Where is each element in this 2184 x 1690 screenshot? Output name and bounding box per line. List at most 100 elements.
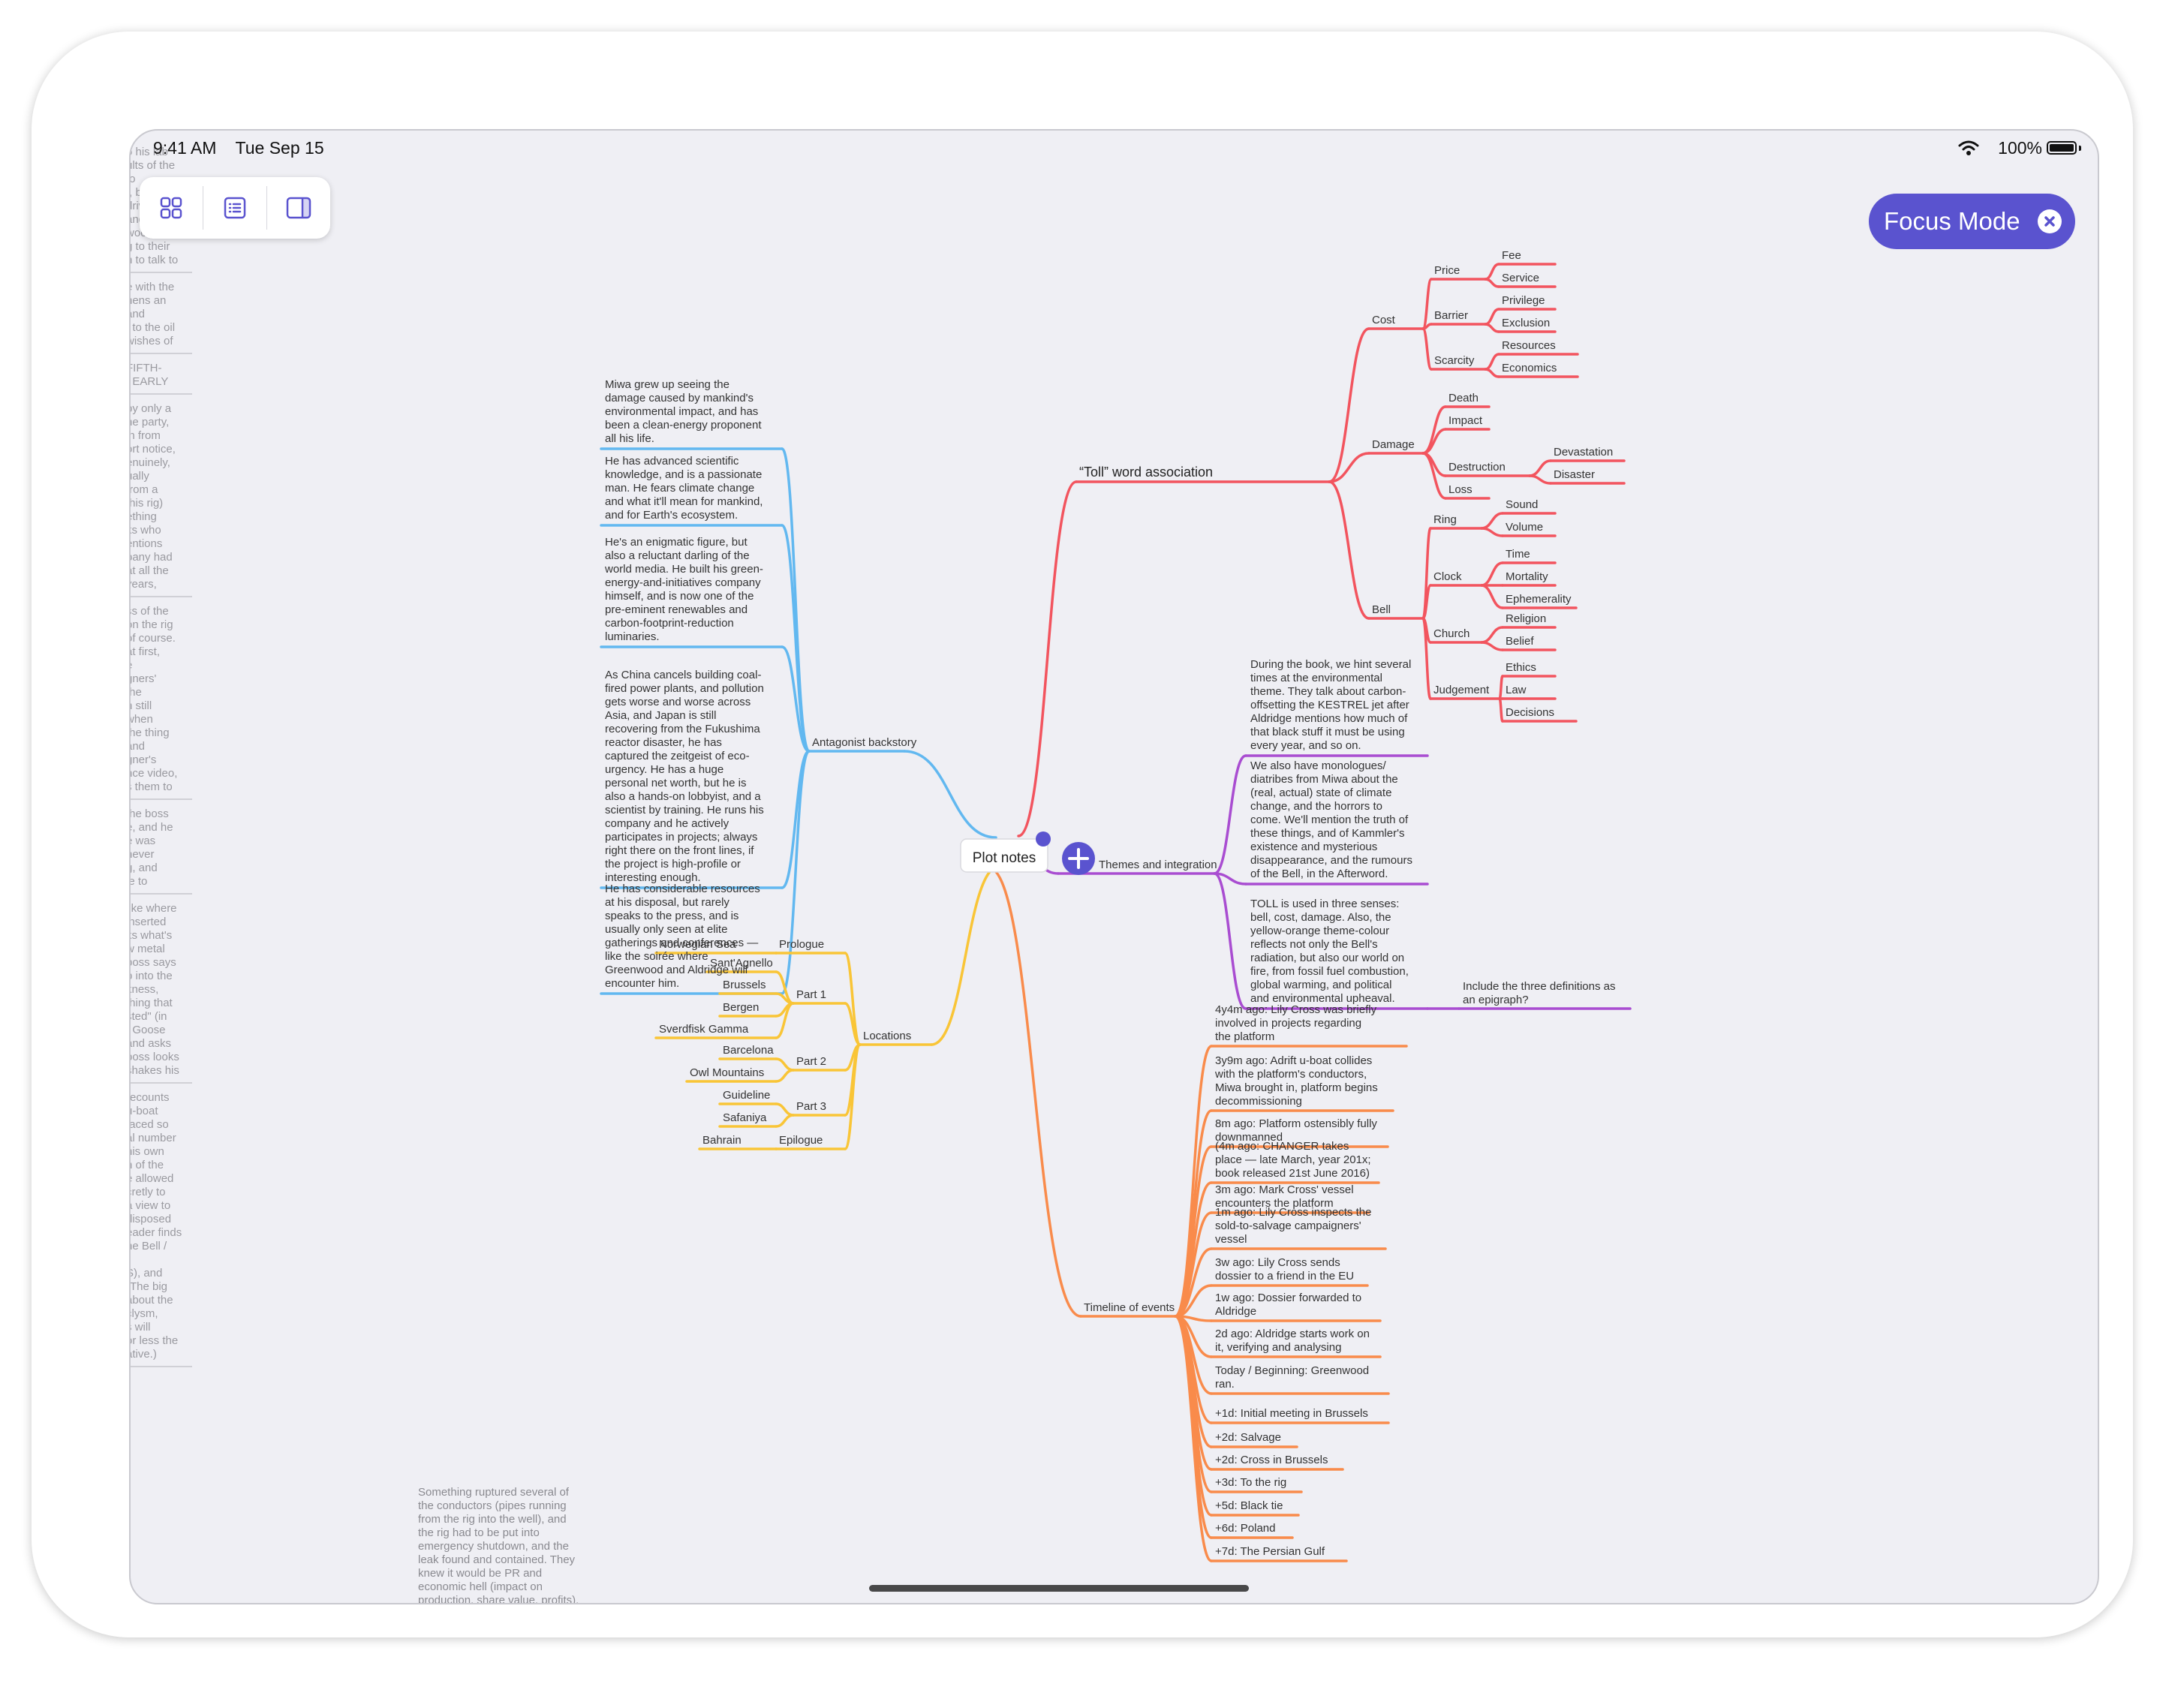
node-label[interactable]: Religion <box>1506 612 1546 625</box>
node-label[interactable]: Scarcity <box>1434 354 1475 367</box>
node-label[interactable]: Destruction <box>1448 461 1506 474</box>
node-label[interactable]: Service <box>1502 272 1539 284</box>
battery-tip <box>2079 146 2081 151</box>
themes-note[interactable]: TOLL is used in three senses:bell, cost,… <box>1250 898 1409 1005</box>
timeline-event[interactable]: +3d: To the rig <box>1215 1476 1286 1489</box>
node-label[interactable]: Ephemerality <box>1506 593 1572 606</box>
location-item[interactable]: Safaniya <box>723 1111 767 1124</box>
timeline-branch-label[interactable]: Timeline of events <box>1084 1301 1175 1314</box>
connector-line <box>1484 263 1500 281</box>
themes-note[interactable]: We also have monologues/diatribes from M… <box>1250 759 1412 880</box>
timeline-event[interactable]: +7d: The Persian Gulf <box>1215 1545 1325 1558</box>
node-label[interactable]: Law <box>1506 684 1527 696</box>
node-label[interactable]: Volume <box>1506 521 1543 534</box>
connector-line <box>1498 675 1504 700</box>
node-label[interactable]: Mortality <box>1506 570 1548 583</box>
add-node-button[interactable] <box>1062 842 1095 875</box>
cost-node-label[interactable]: Cost <box>1372 314 1396 326</box>
connector-line <box>1498 697 1504 723</box>
node-label[interactable]: Loss <box>1448 483 1473 496</box>
connector-line <box>1421 617 1432 700</box>
background-text-block: the boss e, and he e was never g, and le… <box>129 807 173 888</box>
central-node[interactable]: Plot notes <box>960 838 1048 873</box>
sidebar-button[interactable] <box>267 177 330 239</box>
background-divider <box>131 596 192 597</box>
node-label[interactable]: Disaster <box>1554 468 1595 481</box>
location-group-label[interactable]: Part 1 <box>796 988 826 1001</box>
grid-view-button[interactable] <box>140 177 203 239</box>
bell-node-label[interactable]: Bell <box>1372 603 1391 616</box>
location-group-label[interactable]: Part 3 <box>796 1100 826 1113</box>
timeline-event[interactable]: +2d: Cross in Brussels <box>1215 1454 1328 1466</box>
node-label[interactable]: Judgement <box>1433 684 1490 696</box>
close-icon[interactable] <box>2038 209 2062 233</box>
node-label[interactable]: Economics <box>1502 362 1557 374</box>
node-label[interactable]: Fee <box>1502 249 1521 262</box>
toll-branch-label[interactable]: “Toll” word association <box>1079 465 1213 480</box>
node-label[interactable]: Decisions <box>1506 706 1554 719</box>
location-item[interactable]: Barcelona <box>723 1044 774 1057</box>
node-label[interactable]: Death <box>1448 392 1479 404</box>
damage-node-label[interactable]: Damage <box>1372 438 1415 451</box>
locations-branch-label[interactable]: Locations <box>863 1030 911 1042</box>
timeline-event[interactable]: +2d: Salvage <box>1215 1431 1281 1444</box>
location-item[interactable]: Bahrain <box>702 1134 742 1147</box>
location-item[interactable]: Brussels <box>723 979 766 991</box>
connector-line <box>1480 641 1504 651</box>
node-handle[interactable] <box>1036 831 1051 847</box>
background-document-column: o his lab ults of the to t, b drive and … <box>129 146 192 1603</box>
connector-line <box>1017 480 1078 837</box>
focus-mode-button[interactable]: Focus Mode <box>1869 194 2075 249</box>
location-group-label[interactable]: Prologue <box>779 938 824 951</box>
node-label[interactable]: Exclusion <box>1502 317 1550 329</box>
location-group-label[interactable]: Epilogue <box>779 1134 823 1147</box>
list-view-button[interactable] <box>203 177 266 239</box>
node-label[interactable]: Belief <box>1506 635 1534 648</box>
themes-branch-label[interactable]: Themes and integration <box>1099 859 1217 871</box>
location-item[interactable]: Guideline <box>723 1089 770 1102</box>
location-group-label[interactable]: Part 2 <box>796 1055 826 1068</box>
location-item[interactable]: Norwegian Sea <box>659 938 736 951</box>
timeline-event[interactable]: +5d: Black tie <box>1215 1499 1283 1512</box>
location-item[interactable]: Sant'Agnello <box>710 957 773 970</box>
node-label[interactable]: Impact <box>1448 414 1483 427</box>
connector-line <box>1174 1045 1213 1318</box>
timeline-event[interactable]: +6d: Poland <box>1215 1522 1276 1535</box>
location-item[interactable]: Bergen <box>723 1001 759 1014</box>
node-label[interactable]: Privilege <box>1502 294 1545 307</box>
antagonist-note[interactable]: As China cancels building coal-fired pow… <box>605 669 764 884</box>
location-item[interactable]: Owl Mountains <box>690 1066 764 1079</box>
node-label[interactable]: Barrier <box>1434 309 1468 322</box>
node-label[interactable]: Clock <box>1433 570 1462 583</box>
node-label[interactable]: Resources <box>1502 339 1556 352</box>
location-item[interactable]: Sverdfisk Gamma <box>659 1023 749 1036</box>
background-divider <box>131 893 192 895</box>
node-label[interactable]: Ethics <box>1506 661 1536 674</box>
node-label[interactable]: Ring <box>1433 513 1457 526</box>
node-label[interactable]: Time <box>1506 548 1530 561</box>
timeline-event[interactable]: +1d: Initial meeting in Brussels <box>1215 1407 1368 1420</box>
node-label[interactable]: Church <box>1433 627 1470 640</box>
node-label[interactable]: Devastation <box>1554 446 1613 459</box>
view-toolbar <box>140 177 330 239</box>
node-label[interactable]: Sound <box>1506 498 1538 511</box>
connector-line <box>1174 1315 1213 1562</box>
antagonist-branch-label[interactable]: Antagonist backstory <box>812 736 917 749</box>
node-label[interactable]: Price <box>1434 264 1460 277</box>
